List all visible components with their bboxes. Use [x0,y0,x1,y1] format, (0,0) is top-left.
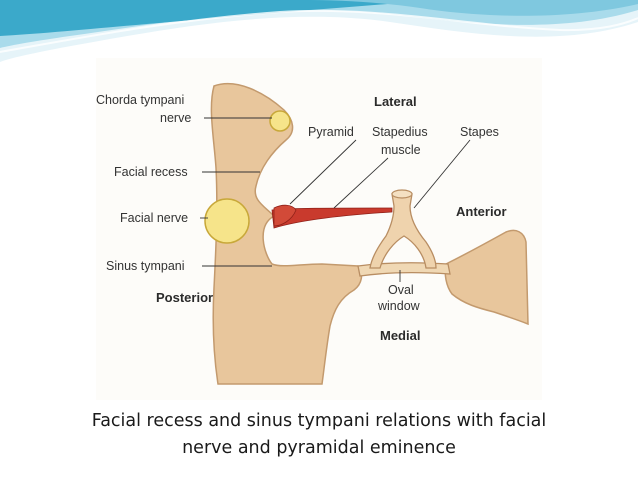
anterior-bony-wall [444,229,529,326]
label-anterior: Anterior [456,204,507,219]
label-chorda-tympani-line1: Chorda tympani [96,93,184,107]
header-wave-banner [0,0,638,62]
pyramidal-eminence [273,204,297,227]
label-oval-line2: window [377,299,421,313]
label-stapes: Stapes [460,125,499,139]
anatomy-diagram: Chorda tympani nerve Lateral Pyramid Sta… [96,82,529,385]
leader-pyramid [289,139,357,205]
leader-lines [200,117,471,282]
banner-wave-accent [300,0,638,16]
label-lateral: Lateral [374,94,417,109]
label-medial: Medial [380,328,420,343]
chorda-tympani-nerve [269,110,291,132]
slide-caption: Facial recess and sinus tympani relation… [40,408,598,462]
label-pyramid: Pyramid [308,125,354,139]
leader-stapes [413,139,471,209]
label-facial-recess: Facial recess [114,165,188,179]
label-posterior: Posterior [156,290,213,305]
banner-wave-line [0,9,638,53]
banner-wave-dark [0,0,440,36]
label-sinus-tympani: Sinus tympani [106,259,185,273]
label-stapedius-line1: Stapedius [372,125,428,139]
label-facial-nerve: Facial nerve [120,211,188,225]
stapes-bone [369,193,437,269]
facial-nerve [204,198,250,244]
label-chorda-tympani-line2: nerve [160,111,191,125]
label-stapedius-line2: muscle [381,143,421,157]
leader-stapedius [333,157,389,209]
stapedius-muscle [271,207,393,229]
stapes-head [391,189,413,199]
caption-line-1: Facial recess and sinus tympani relation… [91,411,547,431]
anatomy-figure: Chorda tympani nerve Lateral Pyramid Sta… [96,58,542,400]
label-oval-line1: Oval [388,283,414,297]
caption-line-2: nerve and pyramidal eminence [182,438,456,458]
